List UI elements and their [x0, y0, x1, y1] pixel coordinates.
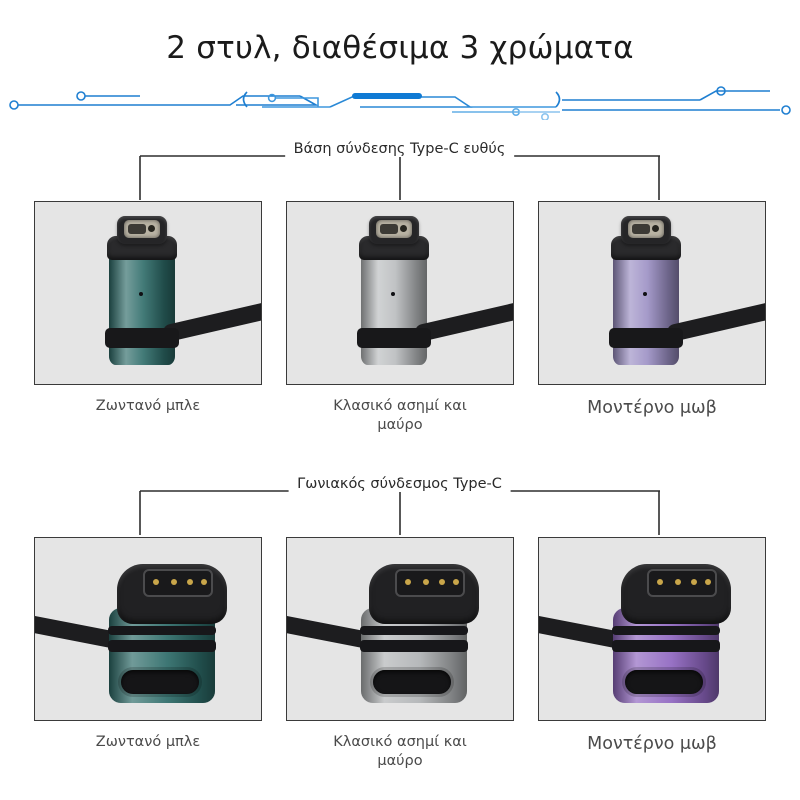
- section-bracket-straight: Βάση σύνδεσης Type-C ευθύς: [139, 141, 660, 200]
- charging-pins-icon: [647, 569, 717, 597]
- magnetic-port-icon: [628, 220, 664, 238]
- circuit-divider: [0, 86, 800, 121]
- section-label-angled: Γωνιακός σύνδεσμος Type-C: [288, 476, 511, 492]
- section-label-straight: Βάση σύνδεσης Type-C ευθύς: [284, 141, 515, 157]
- product-row-straight: Ζωντανό μπλε Κλασικό ασημί και μαύρο: [0, 201, 800, 434]
- product-photo-straight-blue: [34, 201, 262, 385]
- product-card[interactable]: Ζωντανό μπλε: [33, 537, 263, 770]
- product-photo-angled-purple: [538, 537, 766, 721]
- product-caption: Μοντέρνο μωβ: [587, 734, 717, 754]
- usb-c-port-icon: [373, 670, 451, 694]
- product-card[interactable]: Ζωντανό μπλε: [33, 201, 263, 434]
- cable-band: [609, 328, 683, 348]
- cable-band: [108, 626, 216, 635]
- page-title: 2 στυλ, διαθέσιμα 3 χρώματα: [166, 30, 634, 66]
- product-card[interactable]: Μοντέρνο μωβ: [537, 537, 767, 770]
- product-caption: Ζωντανό μπλε: [95, 734, 201, 750]
- product-photo-straight-silver: [286, 201, 514, 385]
- cable-band: [360, 640, 468, 652]
- product-caption: Ζωντανό μπλε: [95, 398, 201, 414]
- usb-c-port-icon: [121, 670, 199, 694]
- charging-pins-icon: [143, 569, 213, 597]
- cable-band: [357, 328, 431, 348]
- product-row-angled: Ζωντανό μπλε Κλασικό ασημί και μαύρο: [0, 537, 800, 770]
- section-bracket-angled: Γωνιακός σύνδεσμος Type-C: [139, 476, 660, 535]
- product-photo-angled-blue: [34, 537, 262, 721]
- cable-band: [108, 640, 216, 652]
- product-card[interactable]: Μοντέρνο μωβ: [537, 201, 767, 434]
- led-indicator-icon: [643, 292, 647, 296]
- product-card[interactable]: Κλασικό ασημί και μαύρο: [285, 537, 515, 770]
- magnetic-port-icon: [376, 220, 412, 238]
- cable-band: [612, 626, 720, 635]
- product-photo-angled-silver: [286, 537, 514, 721]
- cable-band: [612, 640, 720, 652]
- usb-c-port-icon: [625, 670, 703, 694]
- charging-pins-icon: [395, 569, 465, 597]
- product-caption: Μοντέρνο μωβ: [587, 398, 717, 418]
- cable-band: [105, 328, 179, 348]
- product-caption: Κλασικό ασημί και μαύρο: [333, 398, 467, 433]
- led-indicator-icon: [391, 292, 395, 296]
- led-indicator-icon: [139, 292, 143, 296]
- magnetic-port-icon: [124, 220, 160, 238]
- product-card[interactable]: Κλασικό ασημί και μαύρο: [285, 201, 515, 434]
- product-caption: Κλασικό ασημί και μαύρο: [333, 734, 467, 769]
- cable-band: [360, 626, 468, 635]
- product-photo-straight-purple: [538, 201, 766, 385]
